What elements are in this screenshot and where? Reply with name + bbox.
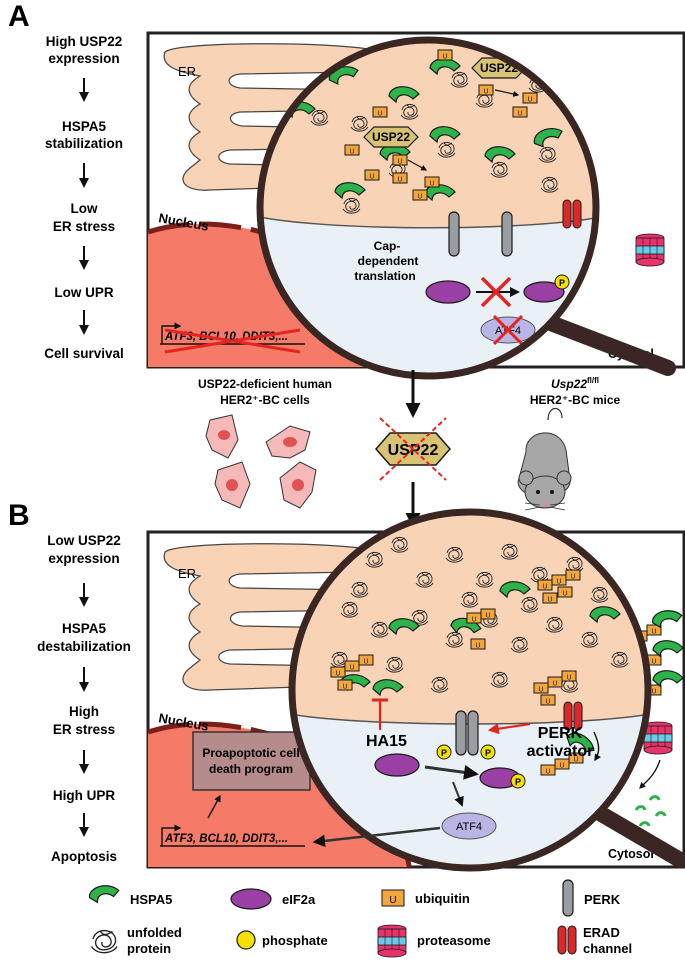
a-phosphate <box>554 274 570 290</box>
b-phos-text-1: P <box>441 748 447 758</box>
a-usp22-badge-2 <box>363 126 419 148</box>
b-atf4 <box>441 812 497 840</box>
a-step-5: Cell survival <box>44 346 124 361</box>
legend-proteasome-label: proteasome <box>417 933 491 948</box>
human-label-line-1: USP22-deficient human <box>198 377 332 391</box>
b-step-2-line-2: destabilization <box>37 639 131 654</box>
proapoptotic-line-1: Proapoptotic cell <box>202 746 299 760</box>
b-cytosol-label: Cytosol <box>608 847 654 861</box>
human-cells <box>205 414 317 509</box>
human-label-line-2: HER2⁺-BC cells <box>220 393 310 407</box>
legend-eif2a-icon <box>230 888 272 910</box>
b-step-1-line-2: expression <box>48 551 119 566</box>
a-step-2-line-1: HSPA5 <box>62 119 107 134</box>
panel-a-letter: A <box>8 0 30 33</box>
mid-usp22-badge <box>375 432 451 466</box>
a-translation-line-3: translation <box>354 269 415 283</box>
legend-erad-icon <box>557 925 577 955</box>
panel-b: B Low USP22 expression HSPA5 destabiliza… <box>8 499 685 872</box>
legend-erad-line-2: channel <box>583 941 632 956</box>
b-step-3-line-1: High <box>69 704 99 719</box>
a-er-label: ER <box>178 64 196 79</box>
mouse-label-line-1: Usp22fl/fl <box>551 376 599 391</box>
atf4-to-genes-arrow <box>312 826 441 848</box>
perk-activator-line-2: activator <box>527 743 594 760</box>
mid-usp22-cross <box>379 417 447 481</box>
a-step-4: Low UPR <box>54 285 113 300</box>
legend-eif2a-label: eIF2a <box>282 892 316 907</box>
b-perk-2 <box>467 710 479 756</box>
b-step-4: High UPR <box>53 788 115 803</box>
legend-unfolded-icon <box>90 929 118 954</box>
panel-a: A High USP22 expression HSPA5 stabilizat… <box>8 0 685 380</box>
legend: HSPA5 eIF2a U ubiquitin PERK unfolded pr… <box>87 879 632 958</box>
a-step-3-line-1: Low <box>71 201 98 216</box>
b-step-1-line-1: Low USP22 <box>47 533 121 548</box>
proapoptotic-line-2: death program <box>209 762 293 776</box>
b-phosphate <box>510 773 526 789</box>
legend-perk-label: PERK <box>584 892 621 907</box>
a-proteasome <box>635 233 665 267</box>
a-step-1-line-1: High USP22 <box>46 34 123 49</box>
middle-section: USP22-deficient human HER2⁺-BC cells Usp… <box>198 370 621 528</box>
legend-phosphate-icon <box>236 930 256 950</box>
b-phos-text-2: P <box>485 748 491 758</box>
a-perk-2 <box>501 211 513 257</box>
a-step-3-line-2: ER stress <box>53 219 115 234</box>
a-eif2a-p <box>523 281 565 303</box>
legend-ubiquitin-icon <box>381 889 405 907</box>
b-eif2a <box>374 753 420 777</box>
legend-unfolded-line-2: protein <box>127 941 171 956</box>
a-step-1-line-2: expression <box>48 51 119 66</box>
b-step-3-line-2: ER stress <box>53 722 115 737</box>
panel-b-letter: B <box>8 499 30 532</box>
a-translation-line-1: Cap- <box>374 239 401 253</box>
legend-perk-icon <box>562 879 574 917</box>
a-magnifier: USP22 USP22 Cap- dependent translation <box>256 36 676 380</box>
panel-a-flow: High USP22 expression HSPA5 stabilizatio… <box>44 34 124 361</box>
a-usp22-text-2: USP22 <box>372 130 410 144</box>
legend-ubiquitin-symbol: U <box>389 895 396 906</box>
legend-proteasome-icon <box>377 924 407 958</box>
proapoptotic-box <box>192 731 311 791</box>
legend-erad-line-1: ERAD <box>583 925 620 940</box>
b-perk-phosphate-2 <box>480 744 496 760</box>
b-genes-label: ATF3, BCL10, DDIT3,... <box>164 833 288 845</box>
b-step-2-line-1: HSPA5 <box>62 621 107 636</box>
b-degradation <box>632 607 684 827</box>
a-eif2a <box>425 280 471 304</box>
legend-ubiquitin-label: ubiquitin <box>415 891 470 906</box>
a-perk-1 <box>448 211 460 257</box>
legend-hspa5-icon <box>87 882 121 905</box>
b-perk-phosphate-1 <box>436 744 452 760</box>
mid-usp22-text: USP22 <box>388 442 439 459</box>
perk-activator-line-1: PERK <box>538 725 583 742</box>
a-phosphate-text: P <box>559 278 565 288</box>
a-step-2-line-2: stabilization <box>45 136 123 151</box>
b-step-5: Apoptosis <box>51 849 117 864</box>
legend-hspa5-label: HSPA5 <box>130 892 172 907</box>
b-magnifier: HA15 PERK activator P P P ATF4 <box>288 508 685 872</box>
b-phos-text-3: P <box>515 777 521 787</box>
mouse-label-line-2: HER2⁺-BC mice <box>530 393 621 407</box>
perk-activator-arrow <box>487 722 531 735</box>
b-atf4-text: ATF4 <box>456 821 482 833</box>
panel-b-flow: Low USP22 expression HSPA5 destabilizati… <box>37 533 131 864</box>
b-er-label: ER <box>178 566 196 581</box>
legend-unfolded-line-1: unfolded <box>127 925 182 940</box>
ha15-label: HA15 <box>366 733 407 750</box>
mouse-icon <box>517 407 572 511</box>
a-translation-line-2: dependent <box>358 254 419 268</box>
b-perk-1 <box>455 710 467 756</box>
legend-phosphate-label: phosphate <box>262 933 328 948</box>
